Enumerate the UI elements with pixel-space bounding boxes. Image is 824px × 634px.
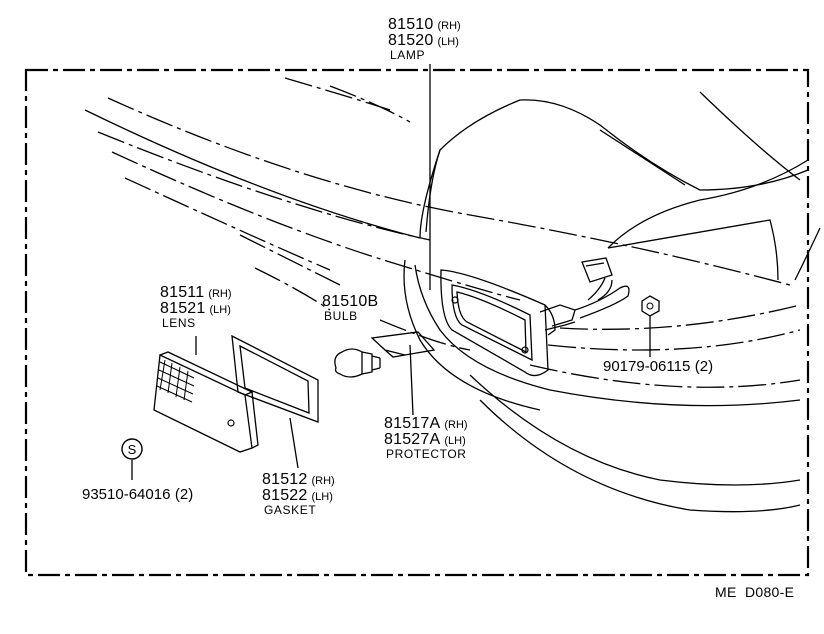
bulb-label: 81510B BULB — [322, 293, 379, 323]
nut-part — [641, 295, 660, 317]
protector-rh-number: 81517A — [384, 415, 441, 432]
protector-name: PROTECTOR — [386, 447, 467, 461]
lens-label: 81511(RH) 81521(LH) LENS — [160, 284, 232, 330]
lens-rh-side: (RH) — [208, 288, 232, 300]
diagram-code: ME D080-E — [715, 584, 795, 600]
bulb-name: BULB — [324, 309, 358, 323]
lamp-lh-number: 81520 — [388, 32, 434, 49]
lamp-name: LAMP — [390, 48, 426, 62]
nut-label: 90179-06115 (2) — [603, 359, 713, 375]
lens-rh-number: 81511 — [160, 284, 205, 301]
gasket-label: 81512(RH) 81522(LH) GASKET — [262, 471, 335, 517]
lamp-rh-side: (RH) — [437, 20, 461, 32]
nut-number: 90179-06115 — [603, 358, 691, 375]
lamp-lh-side: (LH) — [437, 36, 459, 48]
lens-lh-side: (LH) — [209, 304, 231, 316]
screw-number: 93510-64016 — [82, 486, 171, 503]
gasket-rh-side: (RH) — [311, 475, 335, 487]
gasket-rh-number: 81512 — [262, 471, 308, 488]
gasket-lh-number: 81522 — [262, 487, 308, 504]
gasket-lh-side: (LH) — [311, 491, 333, 503]
lens-name: LENS — [162, 316, 196, 330]
protector-lh-side: (LH) — [444, 435, 466, 447]
protector-rh-side: (RH) — [444, 419, 468, 431]
screw-qty: (2) — [174, 486, 194, 503]
protector-part — [370, 331, 436, 358]
protector-lh-number: 81527A — [384, 431, 441, 448]
car-body-outline — [84, 77, 821, 513]
lamp-label: 81510(RH) 81520(LH) LAMP — [388, 16, 461, 62]
lamp-housing-part — [440, 257, 630, 377]
lamp-rh-number: 81510 — [388, 16, 434, 33]
gasket-part — [231, 334, 319, 423]
bulb-part — [334, 348, 381, 378]
gasket-name: GASKET — [264, 503, 317, 517]
bulb-number: 81510B — [322, 293, 379, 310]
protector-label: 81517A(RH) 81527A(LH) PROTECTOR — [384, 415, 468, 461]
screw-label: 93510-64016 (2) — [82, 487, 193, 503]
lens-part — [153, 351, 259, 453]
dashed-frame — [24, 68, 810, 577]
leader-lines — [131, 64, 651, 480]
lens-lh-number: 81521 — [160, 300, 206, 317]
screw-symbol-letter: S — [128, 442, 137, 457]
nut-qty: (2) — [694, 358, 714, 375]
screw-symbol: S — [121, 438, 143, 460]
